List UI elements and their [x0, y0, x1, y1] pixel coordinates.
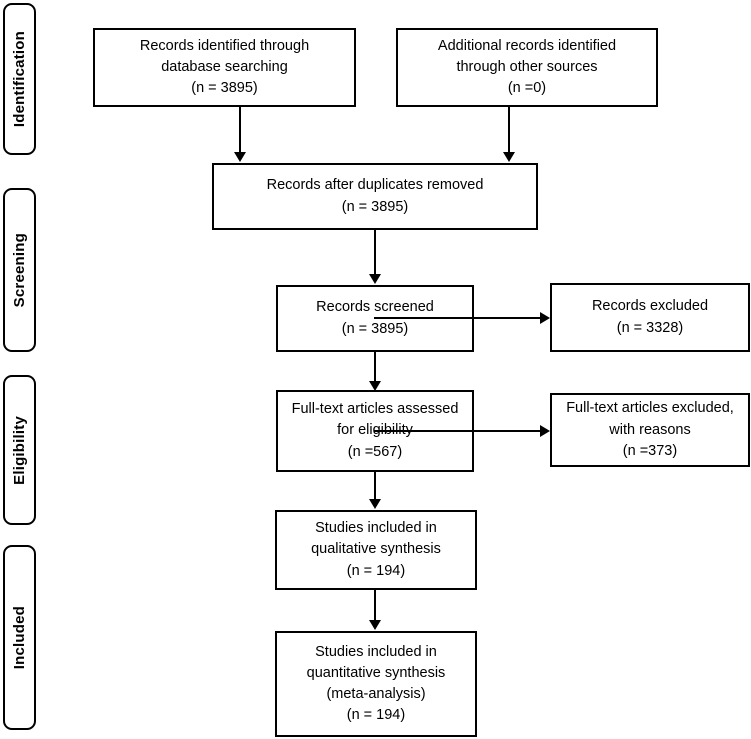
node-fulltext-excluded: Full-text articles excluded, with reason…: [550, 393, 750, 467]
node-fulltext-excluded-text: Full-text articles excluded, with reason…: [566, 400, 734, 459]
connector-screened-to-excluded: [374, 317, 542, 319]
phase-included-label: Included: [11, 605, 28, 670]
connector-qualitative-to-quantitative: [374, 590, 376, 622]
arrowhead-screened-to-excluded: [540, 312, 550, 324]
phase-eligibility: Eligibility: [3, 375, 36, 525]
node-studies-qualitative-text: Studies included in qualitative synthesi…: [311, 520, 441, 579]
connector-duplicates-to-screened: [374, 230, 376, 276]
phase-screening-label: Screening: [11, 232, 28, 308]
phase-identification-label: Identification: [11, 30, 28, 128]
node-records-identified-database: Records identified through database sear…: [93, 28, 356, 107]
node-records-after-duplicates: Records after duplicates removed (n = 38…: [212, 163, 538, 230]
phase-identification: Identification: [3, 3, 36, 155]
arrowhead-duplicates-to-screened: [369, 274, 381, 284]
arrowhead-fulltext-to-excluded: [540, 425, 550, 437]
connector-screened-to-fulltext: [374, 352, 376, 385]
connector-fulltext-to-excluded: [374, 430, 542, 432]
node-studies-quantitative-text: Studies included in quantitative synthes…: [306, 643, 446, 724]
arrowhead-other-to-duplicates: [503, 152, 515, 162]
node-records-identified-other-text: Additional records identified through ot…: [437, 37, 617, 96]
node-studies-qualitative: Studies included in qualitative synthesi…: [275, 510, 477, 590]
phase-eligibility-label: Eligibility: [11, 415, 28, 485]
node-records-after-duplicates-text: Records after duplicates removed (n = 38…: [266, 177, 484, 215]
phase-screening: Screening: [3, 188, 36, 352]
connector-fulltext-to-qualitative: [374, 472, 376, 502]
node-records-excluded-text: Records excluded (n = 3328): [591, 298, 709, 336]
phase-included: Included: [3, 545, 36, 730]
node-records-screened-text: Records screened (n = 3895): [316, 299, 434, 337]
connector-other-to-duplicates: [508, 107, 510, 154]
arrowhead-qualitative-to-quantitative: [369, 620, 381, 630]
connector-database-to-duplicates: [239, 107, 241, 154]
arrowhead-database-to-duplicates: [234, 152, 246, 162]
node-records-identified-database-text: Records identified through database sear…: [139, 37, 310, 96]
node-records-excluded: Records excluded (n = 3328): [550, 283, 750, 352]
arrowhead-screened-to-fulltext: [369, 381, 381, 391]
node-records-identified-other: Additional records identified through ot…: [396, 28, 658, 107]
node-studies-quantitative: Studies included in quantitative synthes…: [275, 631, 477, 737]
arrowhead-fulltext-to-qualitative: [369, 499, 381, 509]
